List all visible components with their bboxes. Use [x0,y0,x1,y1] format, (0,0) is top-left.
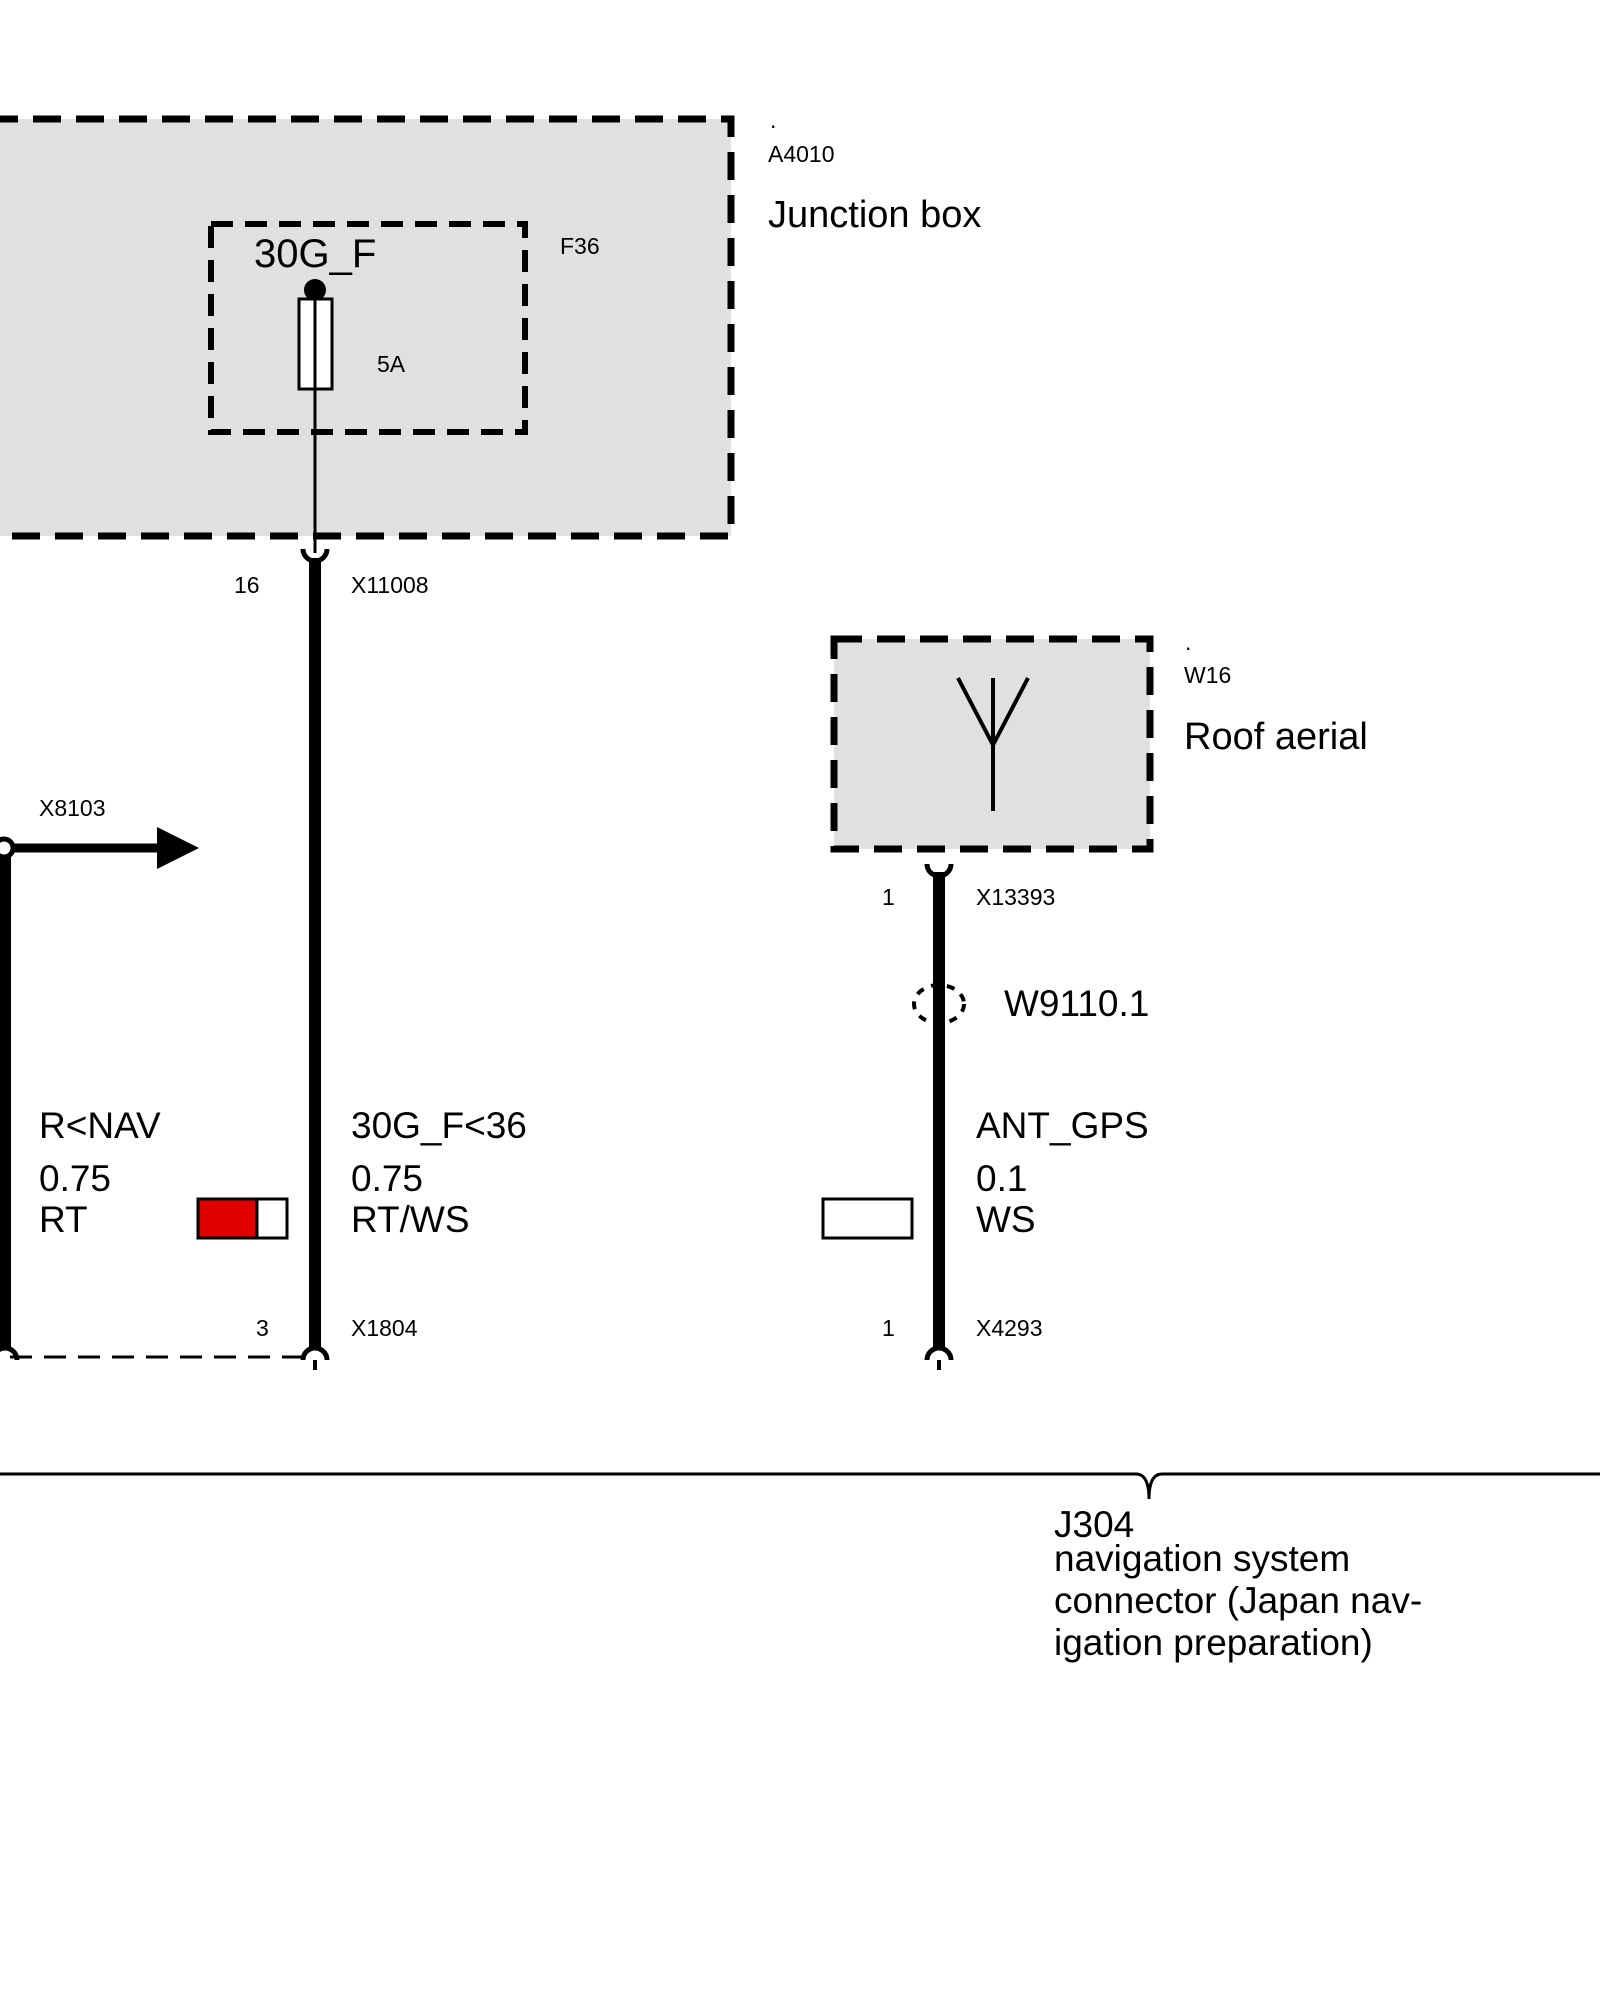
fuse-rating: 5A [377,351,406,377]
swatch-red-part [198,1199,257,1238]
connector-x11008[interactable]: 16 X11008 [234,548,429,598]
connector-x11008-id: X11008 [351,572,429,598]
wire-power-color-swatch [196,1197,289,1240]
wire-gps-cross-section: 0.1 [976,1158,1027,1199]
wire-gps-color: WS [976,1199,1036,1240]
shield-id: W9110.1 [1004,983,1149,1024]
wire-nav[interactable]: R<NAV 0.75 RT [0,857,161,1347]
fuse-id: F36 [560,233,600,259]
wire-gps[interactable]: W9110.1 ANT_GPS 0.1 WS [821,872,1149,1347]
junction-box-name: Junction box [768,194,981,236]
fuse-label: 30G_F [254,232,376,276]
connector-x13393-pin: 1 [882,884,895,910]
connector-x13393[interactable]: 1 X13393 [882,863,1055,910]
connector-x1804-socket-nav [0,1345,20,1361]
wire-power-color: RT/WS [351,1199,470,1240]
roof-aerial-w16[interactable]: . W16 Roof aerial [830,629,1368,853]
wire-power-cross-section: 0.75 [351,1158,423,1199]
connector-x4293-socket [924,1345,954,1361]
connector-x4293[interactable]: 1 X4293 [882,1315,1043,1370]
wire-gps-signal: ANT_GPS [976,1105,1149,1146]
shield-marker [912,983,966,1025]
wire-nav-cross-section: 0.75 [39,1158,111,1199]
connector-x11008-pin: 16 [234,572,260,598]
fuse-housing [208,221,528,435]
roof-aerial-dot: . [1185,629,1191,655]
wire-nav-color: RT [39,1199,88,1240]
connector-x1804-pin: 3 [256,1315,269,1341]
antenna-icon [956,677,1030,811]
connector-x1804-id: X1804 [351,1315,418,1341]
junction-box-a4010[interactable]: . A4010 Junction box [0,107,981,540]
shield-w9110-1: W9110.1 [912,983,1149,1025]
swatch-white-part [257,1199,287,1238]
harness-brace [0,1472,1600,1500]
roof-aerial-name: Roof aerial [1184,716,1368,758]
connector-x4293-pin: 1 [882,1315,895,1341]
x8103-splice-dot [0,836,16,860]
wire-power-signal: 30G_F<36 [351,1105,527,1146]
harness-desc-line-3: igation preparation) [1054,1622,1373,1663]
harness-j304[interactable]: J304 navigation system connector (Japan … [0,1472,1600,1663]
swatch-outline [196,1197,289,1240]
harness-id: J304 [1054,1504,1134,1545]
connector-x13393-id: X13393 [976,884,1055,910]
junction-box-id: A4010 [768,141,835,167]
connector-x1804[interactable]: 3 X1804 [0,1315,418,1370]
wire-gps-color-swatch [821,1197,914,1240]
x8103-arrow-head [157,827,199,869]
connector-x4293-id: X4293 [976,1315,1043,1341]
junction-box-dot: . [770,107,776,133]
fuse-f36[interactable]: 30G_F F36 5A [208,221,600,553]
wire-nav-signal: R<NAV [39,1105,161,1146]
connector-x8103-id: X8103 [39,795,106,821]
harness-desc-line-1: navigation system [1054,1538,1350,1579]
roof-aerial-id: W16 [1184,662,1231,688]
junction-box-body [0,115,735,540]
connector-x1804-socket-power [300,1345,330,1361]
harness-desc-line-2: connector (Japan nav- [1054,1580,1422,1621]
connector-x8103[interactable]: X8103 [0,795,199,869]
wire-power[interactable]: 30G_F<36 0.75 RT/WS [196,558,527,1347]
